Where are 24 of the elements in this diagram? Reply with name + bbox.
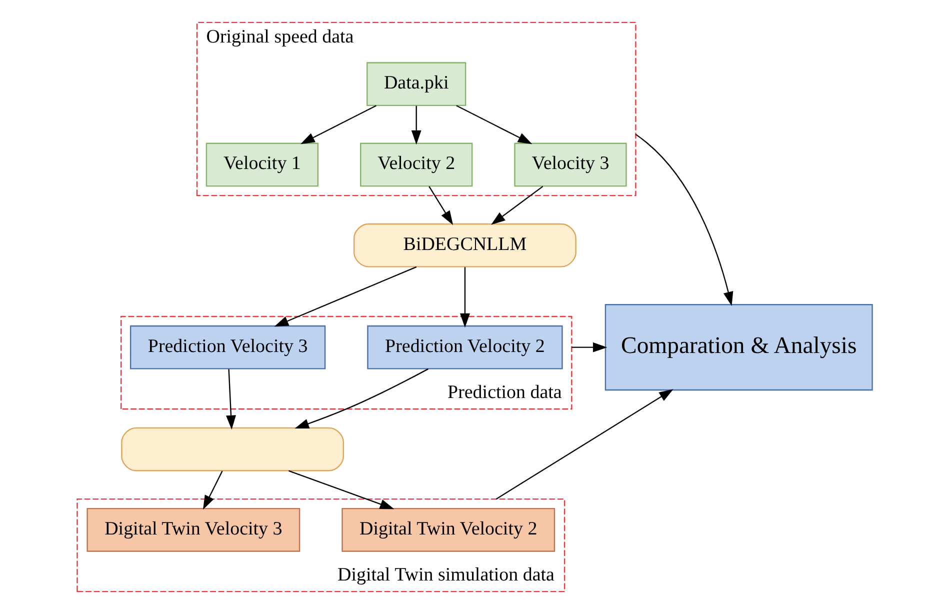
arrow — [294, 368, 428, 429]
arrow — [635, 134, 734, 306]
node-box: Prediction Velocity 3 — [130, 325, 326, 370]
node-box — [121, 427, 344, 472]
node-box: Data.pki — [366, 62, 466, 106]
node-box: Digital Twin Velocity 3 — [86, 508, 300, 552]
arrow — [428, 186, 454, 225]
arrow — [226, 369, 236, 430]
arrow — [460, 267, 470, 328]
arrow — [572, 342, 608, 352]
node-box: BiDEGCNLLM — [354, 223, 576, 268]
arrow — [456, 105, 532, 144]
arrow — [496, 389, 674, 500]
arrow — [274, 266, 417, 327]
node-box: Velocity 2 — [360, 142, 473, 187]
node-box: Velocity 1 — [206, 142, 319, 187]
node-box: Prediction Velocity 2 — [367, 325, 563, 370]
arrow — [288, 470, 394, 510]
arrow — [300, 105, 377, 144]
node-box: Digital Twin Velocity 2 — [342, 508, 556, 552]
arrow — [411, 106, 422, 145]
node-box: Comparation & Analysis — [604, 304, 873, 391]
arrow — [202, 470, 223, 510]
node-box: Velocity 3 — [514, 142, 627, 187]
